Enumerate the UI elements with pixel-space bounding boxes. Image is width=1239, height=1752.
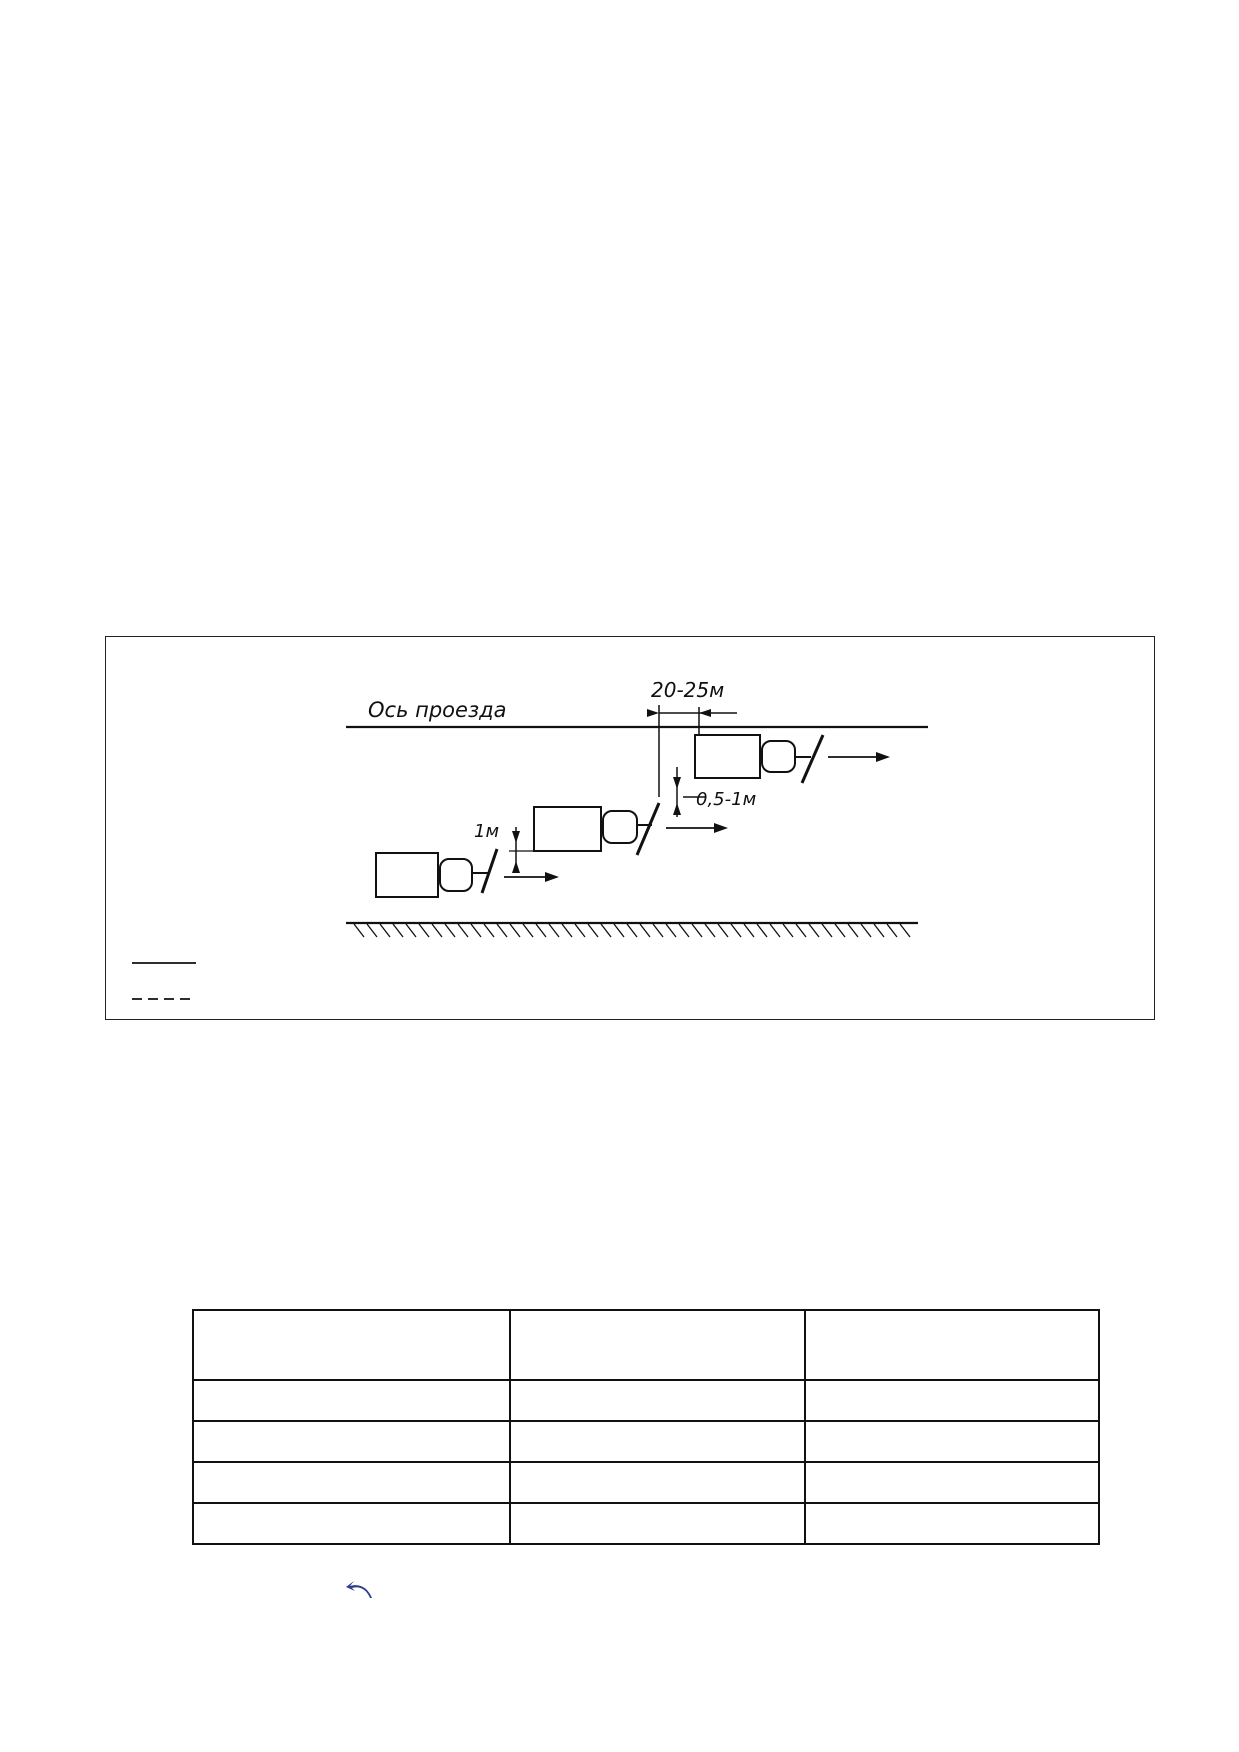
direction-arrowhead-icon	[545, 872, 559, 882]
table-cell	[509, 1379, 806, 1422]
hatch-stroke	[626, 923, 638, 938]
hatch-stroke	[691, 923, 703, 938]
hatch-stroke	[782, 923, 794, 938]
data-table	[191, 1309, 1101, 1545]
hatch-stroke	[392, 923, 404, 938]
table-cell	[803, 1309, 1101, 1381]
hatch-stroke	[405, 923, 417, 938]
table-cell	[509, 1461, 806, 1504]
hatch-stroke	[730, 923, 742, 938]
table-header-row	[191, 1309, 1101, 1381]
figure-frame: Ось проезда 20-25м 0,5-1м 1м	[105, 636, 1155, 1020]
hatch-stroke	[418, 923, 430, 938]
table-cell	[509, 1502, 806, 1545]
direction-arrowhead-icon	[714, 823, 728, 833]
hatch-stroke	[522, 923, 534, 938]
curved-back-arrow-icon[interactable]	[346, 1580, 376, 1600]
hatch-stroke	[366, 923, 378, 938]
tractor-cab	[602, 810, 638, 844]
hatch-stroke	[600, 923, 612, 938]
offset-arrow-down-icon	[673, 777, 681, 789]
table-row	[191, 1461, 1101, 1504]
table-cell	[191, 1420, 512, 1463]
offset-arrow-down-icon	[512, 831, 520, 843]
direction-arrowhead-icon	[876, 752, 890, 762]
gap-dimension-label: 20-25м	[651, 678, 724, 702]
hatch-stroke	[717, 923, 729, 938]
hatch-stroke	[535, 923, 547, 938]
hatch-stroke	[561, 923, 573, 938]
tractor-body	[533, 806, 602, 852]
hatch-stroke	[613, 923, 625, 938]
hatch-stroke	[457, 923, 469, 938]
hatch-stroke	[470, 923, 482, 938]
hatch-stroke	[444, 923, 456, 938]
gap-arrow-right-icon	[699, 709, 711, 717]
offset-left-label: 1м	[474, 821, 499, 842]
hatch-stroke	[639, 923, 651, 938]
hatch-stroke	[678, 923, 690, 938]
table-cell	[191, 1461, 512, 1504]
hatch-stroke	[847, 923, 859, 938]
table-cell	[191, 1502, 512, 1545]
hatch-stroke	[548, 923, 560, 938]
hatch-stroke	[496, 923, 508, 938]
hatch-stroke	[483, 923, 495, 938]
tractor-body	[375, 852, 439, 898]
ground-hatching	[353, 923, 911, 938]
hatch-stroke	[379, 923, 391, 938]
blade	[480, 848, 499, 894]
table-cell	[803, 1461, 1101, 1504]
hatch-stroke	[574, 923, 586, 938]
hatch-stroke	[509, 923, 521, 938]
hatch-stroke	[587, 923, 599, 938]
blade	[635, 802, 661, 856]
hatch-stroke	[743, 923, 755, 938]
hatch-stroke	[431, 923, 443, 938]
table-row	[191, 1502, 1101, 1545]
table-cell	[803, 1420, 1101, 1463]
hatch-stroke	[860, 923, 872, 938]
table-cell	[509, 1420, 806, 1463]
tractor-body	[694, 734, 761, 779]
table-cell	[509, 1309, 806, 1381]
gap-arrow-left-icon	[647, 709, 659, 717]
hatch-stroke	[652, 923, 664, 938]
hatch-stroke	[808, 923, 820, 938]
hatch-stroke	[886, 923, 898, 938]
hatch-stroke	[704, 923, 716, 938]
table-row	[191, 1379, 1101, 1422]
hatch-stroke	[769, 923, 781, 938]
axis-label: Ось проезда	[368, 698, 507, 722]
tractor-column-diagram: Ось проезда 20-25м 0,5-1м 1м	[132, 678, 928, 1000]
tractor-cab	[761, 740, 796, 773]
offset-arrow-up-icon	[673, 803, 681, 815]
hatch-stroke	[873, 923, 885, 938]
blade	[800, 734, 825, 784]
table-cell	[191, 1309, 512, 1381]
hatch-stroke	[899, 923, 911, 938]
table-cell	[803, 1379, 1101, 1422]
hatch-stroke	[756, 923, 768, 938]
table-row	[191, 1420, 1101, 1463]
hatch-stroke	[821, 923, 833, 938]
hatch-stroke	[834, 923, 846, 938]
hatch-stroke	[353, 923, 365, 938]
offset-right-label: 0,5-1м	[696, 789, 756, 810]
offset-arrow-up-icon	[512, 861, 520, 873]
hatch-stroke	[795, 923, 807, 938]
table-cell	[191, 1379, 512, 1422]
tractor-cab	[439, 858, 473, 892]
hatch-stroke	[665, 923, 677, 938]
table-cell	[803, 1502, 1101, 1545]
